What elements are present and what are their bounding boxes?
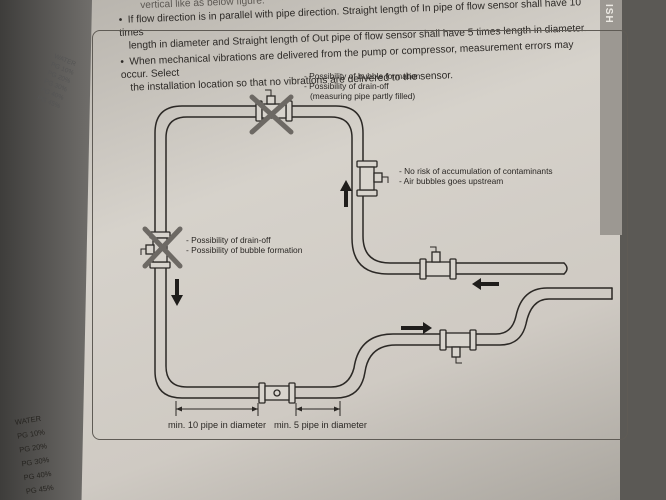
arrow-up xyxy=(340,180,352,207)
dimension-lines xyxy=(175,401,341,416)
figure-frame xyxy=(92,30,628,440)
sensor-fittings xyxy=(145,95,477,404)
sensor-connectors xyxy=(140,89,462,364)
pipe-outer-wall xyxy=(154,105,613,399)
pipe-inner-wall xyxy=(165,116,613,388)
annotation-right: - No risk of accumulation of contaminant… xyxy=(399,166,553,186)
inlet-length-label: min. 10 pipe in diameter xyxy=(168,420,267,430)
not-recommended-crosses xyxy=(142,94,294,269)
arrow-right xyxy=(401,322,432,334)
language-tab-label: ISH xyxy=(603,4,614,24)
flow-arrows xyxy=(171,180,499,334)
outlet-length-label: min. 5 pipe in diameter xyxy=(274,420,367,430)
annotation-left: - Possibility of drain-off - Possibility… xyxy=(186,235,303,255)
arrow-left xyxy=(472,278,499,290)
arrow-down xyxy=(171,279,183,306)
language-tab xyxy=(600,0,622,235)
annotation-top: - Possibility of bubble formation - Poss… xyxy=(304,71,421,101)
